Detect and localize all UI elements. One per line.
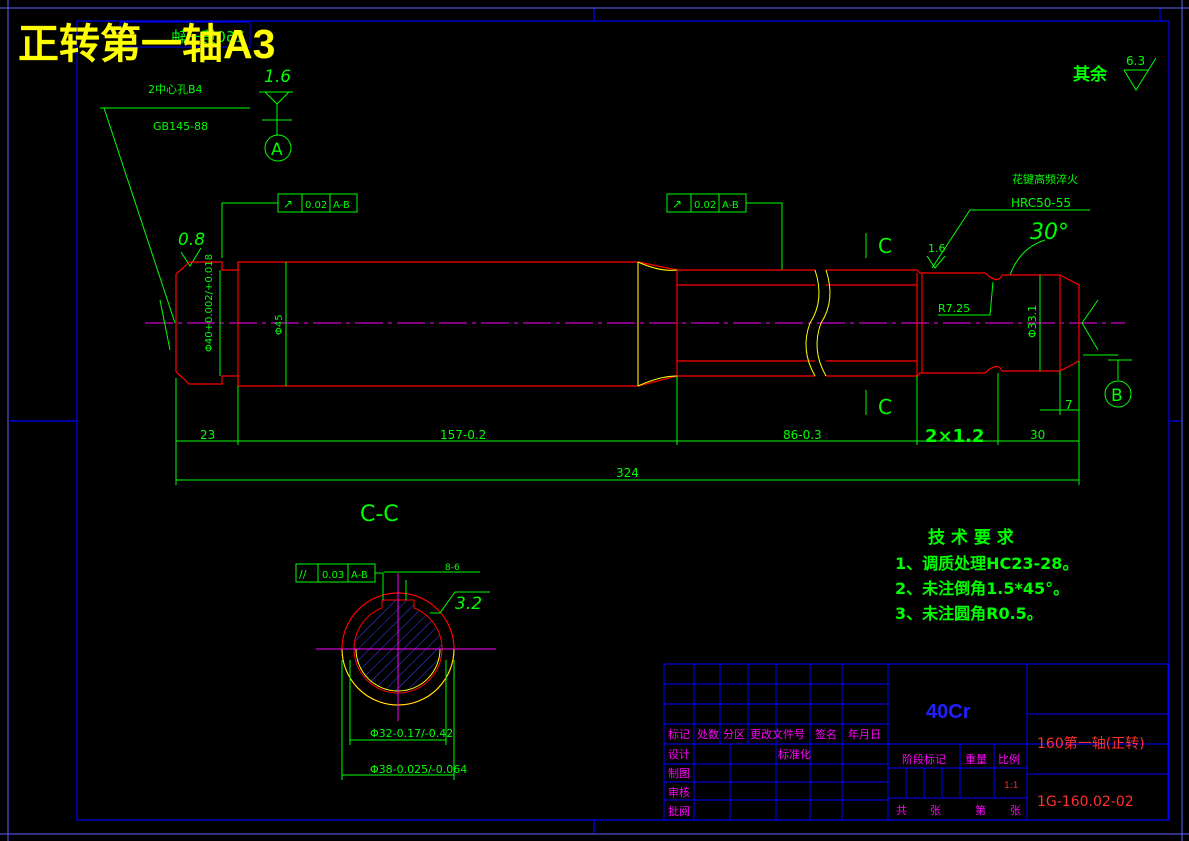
break-lines [637,261,831,387]
roughness-triangle-icon [263,91,291,105]
svg-text:第: 第 [975,803,986,817]
length-dimensions [175,361,1080,485]
spline-hardening-note: 花键高频淬火 [1012,172,1078,186]
svg-text:阶段标记: 阶段标记 [902,752,946,766]
section-title: C-C [360,502,399,527]
dim-l6: 7 [1065,398,1073,412]
section-mark-top: C [878,234,892,258]
datum-a-circle [264,134,292,162]
svg-text:比例: 比例 [998,752,1020,766]
leader-line [931,209,1090,269]
mirrored-stamp-text: 160第一轴 [171,28,245,46]
scale-value: 1:1 [1004,781,1018,791]
roughness-symbol-icon [1123,57,1157,91]
part-name: 160第一轴(正转) [1037,735,1145,752]
drawing-number: 1G-160.02-02 [1037,794,1134,810]
tolerance-frame-section: // 0.03 A-B [295,563,384,600]
svg-text:0.02: 0.02 [305,200,327,211]
tech-req-item: 1、调质处理HC23-28。 [895,554,1078,573]
roughness-other-label: 其余 [1073,64,1108,85]
svg-text:0.03: 0.03 [322,570,344,581]
dim-l3: 86-0.3 [783,428,822,442]
radius-label: R7.25 [938,302,970,315]
tech-req-item: 2、未注倒角1.5*45°。 [895,579,1069,598]
drawing-frame [10,8,1182,834]
title-block-labels: 标记 处数 分区 更改文件号 签名 年月日 设计 标准化 制图 审核 批阅 阶段… [668,727,1021,818]
dim-l1: 23 [200,428,215,442]
roughness-keyway: 3.2 [455,594,482,614]
tech-req-item: 3、未注圆角R0.5。 [895,604,1043,623]
roughness-left-value: 0.8 [178,230,205,250]
spline-hardness: HRC50-55 [1011,196,1071,210]
section-view [316,573,496,721]
title-block [663,663,1169,821]
datum-a-label: A [271,140,283,160]
drawing-title: 正转第一轴A3 [18,21,275,67]
section-mark-bottom: C [878,395,892,419]
center-hole-std: GB145-88 [153,120,208,133]
shaft-outline [175,261,1080,387]
svg-text:年月日: 年月日 [848,727,881,741]
svg-text:分区: 分区 [723,728,745,741]
dim-d1: Φ40+0.002/+0.018 [204,254,215,352]
svg-text:0.02: 0.02 [694,200,716,211]
svg-text:处数: 处数 [697,728,719,741]
svg-text:张: 张 [930,804,941,817]
svg-text:共: 共 [896,804,907,817]
dim-d3: Φ33.1 [1026,305,1039,338]
roughness-spline-value: 1.6 [928,242,946,255]
section-dim-1: Φ32-0.17/-0.42 [370,727,453,740]
center-hole-note: 2中心孔B4 [148,83,203,96]
svg-text:标准化: 标准化 [778,747,811,761]
roughness-other-value: 6.3 [1126,54,1145,68]
datum-b-circle [1104,380,1132,408]
tech-req-title: 技 术 要 求 [928,527,1014,548]
section-dim-2: Φ38-0.025/-0.064 [370,763,467,776]
svg-text:A-B: A-B [722,200,739,211]
svg-text:↗: ↗ [283,197,293,211]
roughness-center-value: 1.6 [264,67,291,87]
svg-text:更改文件号: 更改文件号 [750,727,805,741]
dim-d2: Φ45 [274,314,285,335]
diameter-dimensions [219,262,1041,386]
svg-text:张: 张 [1010,804,1021,817]
svg-text://: // [299,568,307,581]
roughness-left-icon [180,247,202,267]
svg-text:A-B: A-B [333,200,350,211]
key-width-dim: 8-6 [445,563,460,573]
svg-text:批阅: 批阅 [668,804,690,818]
svg-text:↗: ↗ [672,197,682,211]
svg-text:重量: 重量 [965,752,987,766]
svg-text:A-B: A-B [351,570,368,581]
tolerance-frame-left: ↗ 0.02 A-B [221,193,358,258]
svg-text:制图: 制图 [668,767,690,780]
angle-label: 30° [1030,220,1069,245]
tolerance-frame-middle: ↗ 0.02 A-B [666,193,783,270]
svg-text:签名: 签名 [815,727,837,741]
dim-l4: 2×1.2 [925,426,985,447]
dim-total: 324 [616,466,639,480]
material-label: 40Cr [926,701,971,723]
svg-text:设计: 设计 [668,748,690,761]
svg-text:标记: 标记 [668,727,690,741]
dim-l5: 30 [1030,428,1045,442]
stamp-box [119,21,251,48]
leader-line [103,107,176,324]
dim-l2: 157-0.2 [440,428,486,442]
svg-text:审核: 审核 [668,785,690,799]
datum-b-label: B [1111,386,1123,406]
